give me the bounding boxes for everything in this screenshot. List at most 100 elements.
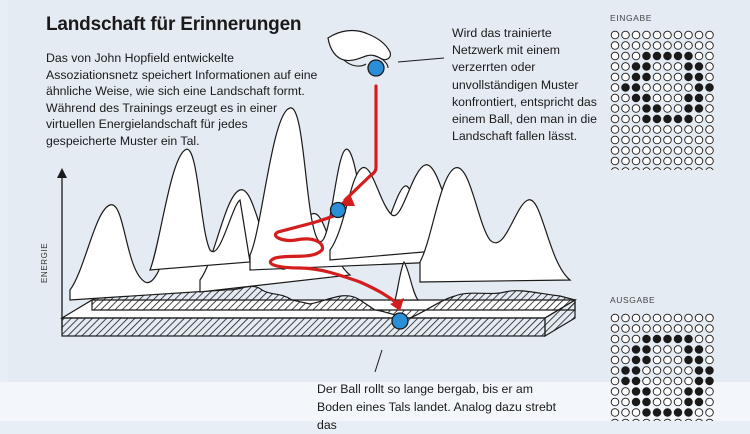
input-pattern-dot [705,41,714,50]
input-pattern-dot [610,125,620,134]
input-pattern-dot [652,146,662,155]
ball-path [268,84,400,306]
input-pattern-dot [610,93,620,103]
input-pattern-dot [621,93,630,103]
output-pattern-dot [631,345,641,354]
input-pattern-dot [663,41,672,50]
output-pattern-dot [684,345,693,354]
output-pattern-dot [673,366,683,375]
input-pattern-dot [705,104,714,113]
input-pattern-dot [695,167,703,170]
input-pattern-dot [705,51,714,61]
input-pattern-dot [631,156,641,166]
input-pattern-dot [705,93,714,103]
output-pattern-dot [631,387,641,396]
output-pattern-dot [610,376,620,386]
input-pattern-dot [694,30,704,40]
input-pattern-dot [663,30,672,40]
output-pattern-dot [663,387,672,396]
output-pattern-dot [642,376,651,386]
input-pattern-dot [673,72,683,82]
output-pattern-dot [621,334,630,344]
input-pattern-dot [684,41,693,50]
input-pattern-dot [642,167,651,170]
input-pattern-dot [652,72,662,82]
input-pattern-dot [652,41,662,50]
input-pattern-dot [631,104,641,113]
output-pattern-dot [663,366,672,375]
input-pattern-dot [621,125,630,134]
input-pattern-dot [673,146,683,155]
input-pattern-dot [632,167,640,170]
output-pattern-dot [673,345,683,354]
input-pattern-dot [621,104,630,113]
output-pattern-dot [694,313,704,323]
input-pattern-dot [694,72,704,82]
input-pattern-dot [631,135,641,145]
output-pattern-dot [631,324,641,333]
input-pattern-dot [610,51,620,61]
input-pattern-dot [631,51,641,61]
input-pattern-dot [705,72,714,82]
input-pattern-dot [694,135,704,145]
output-pattern-dot [705,355,714,365]
output-pattern-dot [684,408,693,417]
input-pattern-dot [642,30,651,40]
output-pattern-dot [652,334,662,344]
output-pattern-dot [621,408,630,417]
input-pattern-dot [663,125,672,134]
output-pattern-dot [673,376,683,386]
input-pattern-dot [694,125,704,134]
input-pattern-dot [663,156,672,166]
output-pattern-dot [694,355,704,365]
input-pattern-dot [610,30,620,40]
output-pattern-dot [705,324,714,333]
output-pattern-grid [610,313,714,421]
energy-axis [57,168,67,330]
input-pattern-dot [642,146,651,155]
hand-illustration [327,29,391,69]
ball-mid [329,201,347,219]
input-pattern-dot [642,156,651,166]
output-pattern-dot [663,397,672,407]
output-pattern-dot [652,324,662,333]
input-pattern-dot [684,72,693,82]
input-pattern-dot [684,125,693,134]
input-pattern-dot [610,83,620,92]
input-pattern-dot [673,51,683,61]
input-pattern-dot [684,93,693,103]
input-pattern-dot [631,72,641,82]
input-pattern-dot [631,41,641,50]
output-pattern-dot [694,334,704,344]
output-pattern-dot [705,408,714,417]
output-pattern-dot [631,313,641,323]
output-pattern-dot [642,324,651,333]
input-pattern-dot [631,30,641,40]
input-pattern-dot [705,62,714,71]
output-pattern-dot [631,397,641,407]
output-pattern-dot [631,366,641,375]
input-pattern-dot [673,125,683,134]
output-pattern-dot [684,387,693,396]
input-pattern-dot [652,135,662,145]
output-pattern-dot [684,324,693,333]
input-pattern-dot [705,114,714,124]
input-pattern-dot [621,41,630,50]
output-pattern-dot [610,366,620,375]
output-pattern-dot [673,355,683,365]
input-pattern-dot [684,156,693,166]
input-pattern-dot [652,62,662,71]
input-pattern-dot [705,135,714,145]
output-pattern-dot [663,334,672,344]
output-pattern-dot [705,376,714,386]
input-pattern-dot [684,30,693,40]
output-pattern-dot [652,366,662,375]
input-pattern-dot [684,104,693,113]
input-pattern-dot [610,135,620,145]
input-pattern-dot [673,93,683,103]
output-pattern-dot [684,397,693,407]
output-pattern-dot [610,387,620,396]
input-pattern-dot [621,156,630,166]
output-pattern-dot [705,313,714,323]
output-pattern-dot [684,366,693,375]
